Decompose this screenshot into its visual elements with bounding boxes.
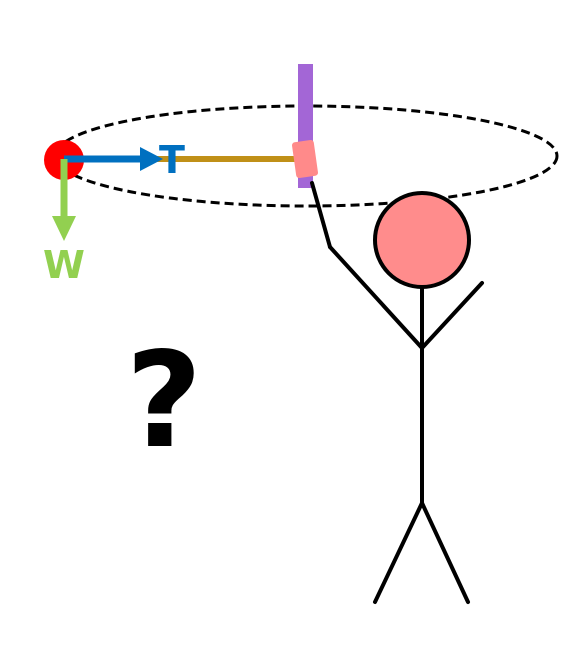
raised-arm-forearm [310,181,332,249]
other-arm [420,281,484,350]
tension-arrow [64,147,163,171]
question-mark: ? [126,324,203,478]
tension-label: T [159,138,185,182]
weight-label: W [43,243,85,287]
stick-figure-icon [310,181,484,604]
left-leg [373,501,424,604]
head [373,191,471,289]
right-leg [420,501,470,604]
hand [291,140,319,178]
weight-arrow [52,159,76,241]
raised-arm-upper [328,245,424,350]
